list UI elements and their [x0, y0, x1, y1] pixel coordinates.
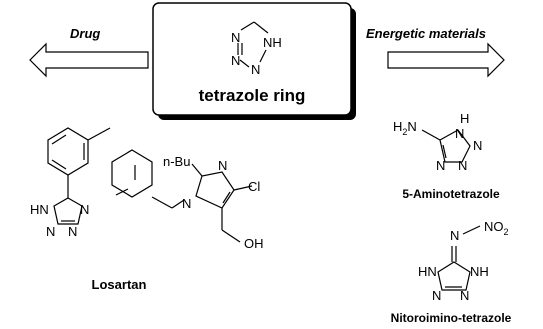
losartan-atom-n1: N: [80, 202, 89, 217]
losartan-atom-hn: HN: [30, 202, 49, 217]
right-arrow: [387, 42, 505, 78]
nitroiminotetrazole-label: Nitoroimino-tetrazole: [391, 311, 512, 325]
losartan-oh: OH: [244, 236, 264, 251]
aminotetrazole-h: H: [393, 119, 402, 134]
center-tetrazole-structure: [237, 21, 269, 68]
losartan-atom-n2: N: [46, 224, 55, 239]
losartan-atom-n3: N: [68, 224, 77, 239]
benzene-ring-2: [111, 149, 153, 198]
nitro-atom-n1: N: [432, 288, 441, 303]
nitro-eq-n: N: [450, 228, 459, 243]
nitro-atom-n2: N: [460, 288, 469, 303]
aminotetrazole-label: 5-Aminotetrazole: [402, 187, 500, 201]
tetrazole-box: [152, 2, 356, 120]
center-atom-n3: N: [251, 62, 260, 77]
nitro-no2: NO2: [484, 219, 509, 237]
losartan-structure: [47, 127, 253, 243]
losartan-cl: Cl: [248, 179, 260, 194]
nitro-no: NO: [484, 219, 504, 234]
center-atom-n2: N: [231, 53, 240, 68]
aminotetrazole-sub2: 2: [402, 127, 407, 137]
aminotetrazole-h: H: [460, 111, 469, 126]
box-frame: [152, 2, 352, 116]
aminotetrazole-h2n: H2N: [393, 119, 417, 137]
nitroiminotetrazole-ring: [437, 261, 471, 291]
center-atom-n1: N: [231, 30, 240, 45]
left-arrow: [29, 42, 149, 78]
nitroiminotetrazole-structure: [437, 225, 481, 291]
aminotetrazole-ring: [439, 129, 471, 163]
center-title: tetrazole ring: [199, 86, 306, 105]
nitro-sub2: 2: [504, 227, 509, 237]
left-heading: Drug: [70, 26, 100, 41]
center-atom-nh: NH: [263, 35, 282, 50]
losartan-label: Losartan: [92, 277, 147, 292]
imidazole-ring: [195, 171, 235, 209]
benzene-ring-1: [47, 127, 89, 176]
aminotetrazole-n3: N: [436, 158, 445, 173]
right-heading: Energetic materials: [366, 26, 486, 41]
losartan-tetrazole: [53, 197, 83, 225]
losartan-nbu: n-Bu: [163, 154, 190, 169]
aminotetrazole-structure: [421, 129, 471, 163]
aminotetrazole-n1: N: [455, 126, 464, 141]
aminotetrazole-n2: N: [473, 138, 482, 153]
aminotetrazole-n4: N: [458, 158, 467, 173]
nitro-atom-nh: NH: [470, 264, 489, 279]
losartan-atom-n5: N: [182, 196, 191, 211]
nitro-atom-hn: HN: [418, 264, 437, 279]
losartan-atom-n4: N: [218, 158, 227, 173]
aminotetrazole-n: N: [407, 119, 416, 134]
